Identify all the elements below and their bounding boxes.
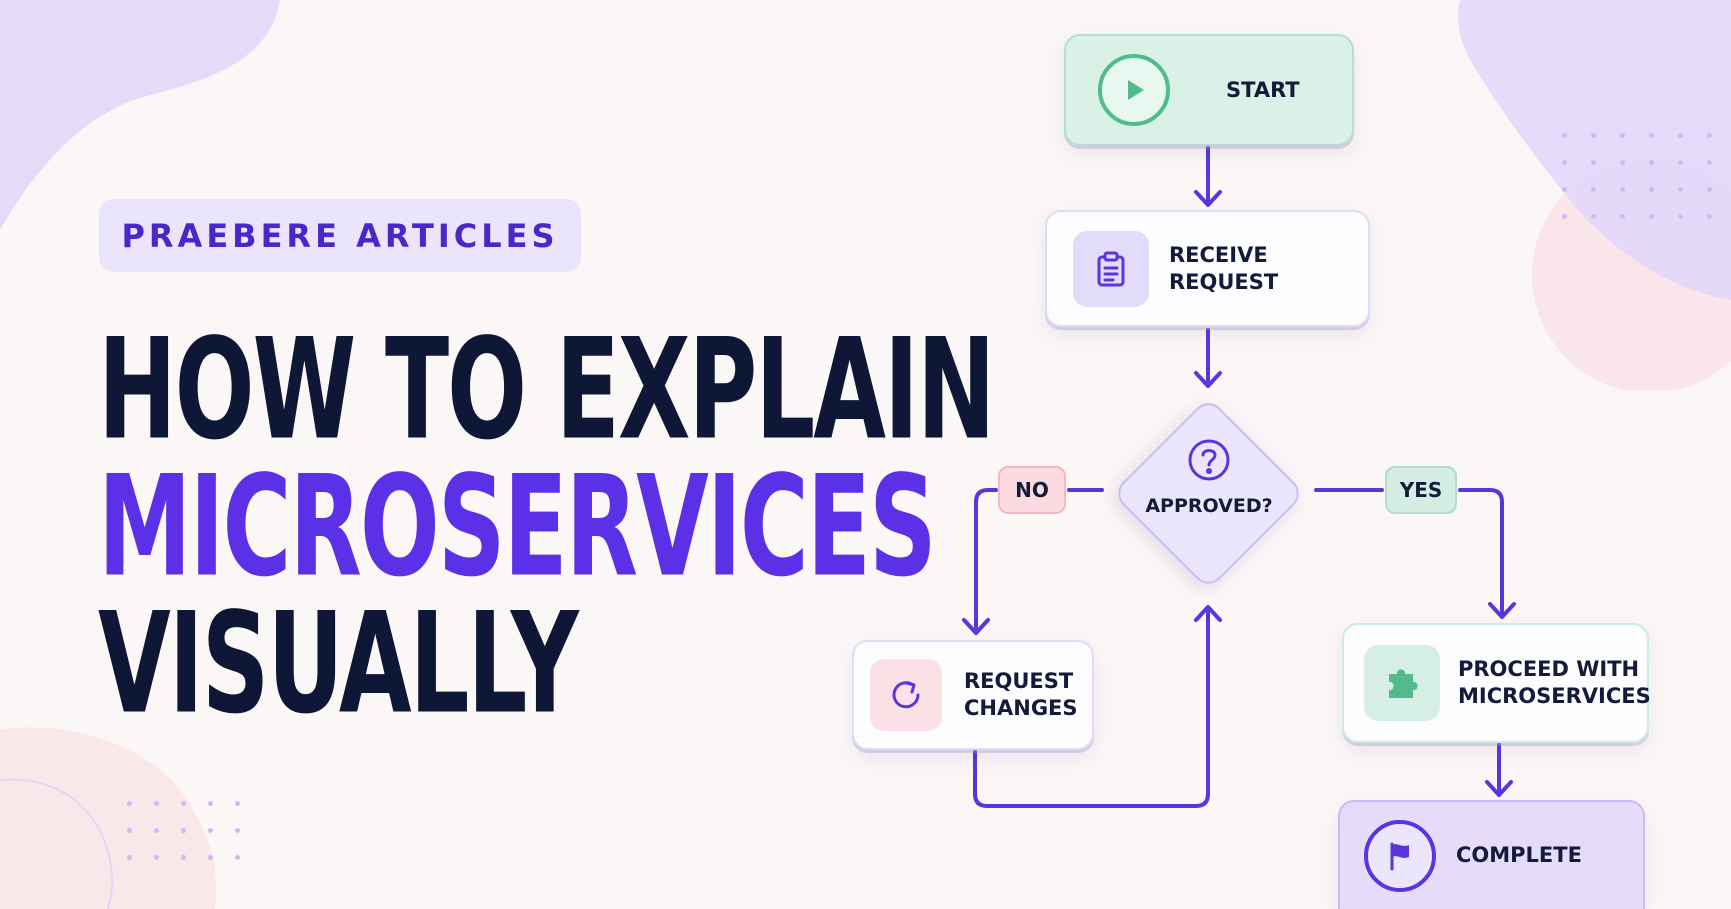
background-blob-top-left — [0, 0, 280, 230]
headline-line-1: HOW TO EXPLAIN — [98, 310, 996, 472]
arrow-head-yes-to-proceed — [1488, 602, 1516, 619]
arrow-head-start-to-receive — [1194, 190, 1222, 207]
connector-no-to-changes — [974, 488, 998, 634]
clipboard-icon — [1073, 230, 1149, 307]
headline-line-3: VISUALLY — [98, 584, 579, 746]
refresh-icon — [870, 659, 942, 731]
request-changes-label: REQUEST CHANGES — [964, 668, 1078, 722]
play-icon — [1098, 54, 1170, 126]
question-icon — [1186, 437, 1232, 483]
complete-label: COMPLETE — [1456, 843, 1582, 868]
proceed-node: PROCEED WITH MICROSERVICES — [1342, 623, 1651, 743]
request-changes-line-1: REQUEST — [964, 669, 1074, 694]
puzzle-icon — [1364, 645, 1440, 721]
proceed-line-2: MICROSERVICES — [1458, 684, 1651, 708]
arrow-head-loop-to-decision — [1194, 605, 1222, 622]
decision-label: APPROVED? — [1145, 495, 1273, 517]
arrow-head-receive-to-decision — [1194, 371, 1222, 388]
receive-request-node: RECEIVE REQUEST — [1045, 210, 1370, 327]
proceed-label: PROCEED WITH MICROSERVICES — [1458, 656, 1651, 710]
decision-content: APPROVED? — [1120, 437, 1298, 549]
background-blob-bottom-left — [0, 727, 217, 909]
proceed-line-1: PROCEED WITH — [1458, 657, 1640, 682]
dot-grid-top-right — [1562, 133, 1712, 219]
start-label: START — [1226, 77, 1300, 102]
eyebrow-pill: PRAEBERE ARTICLES — [99, 199, 581, 272]
receive-request-label: RECEIVE REQUEST — [1169, 242, 1279, 294]
arrow-head-proceed-to-complete — [1485, 780, 1513, 797]
request-changes-line-2: CHANGES — [964, 696, 1078, 720]
yes-badge: YES — [1385, 466, 1457, 514]
flag-icon — [1364, 819, 1436, 892]
headline-line-2: MICROSERVICES — [98, 447, 937, 609]
request-changes-node: REQUEST CHANGES — [852, 640, 1094, 750]
complete-node: COMPLETE — [1338, 800, 1645, 909]
connector-changes-loop-back — [973, 606, 1210, 808]
connector-yes-to-proceed — [1458, 488, 1504, 618]
no-badge: NO — [998, 466, 1066, 514]
arrow-head-no-to-changes — [962, 618, 990, 635]
start-node: START — [1064, 34, 1354, 146]
dot-grid-bottom-left — [127, 801, 240, 860]
